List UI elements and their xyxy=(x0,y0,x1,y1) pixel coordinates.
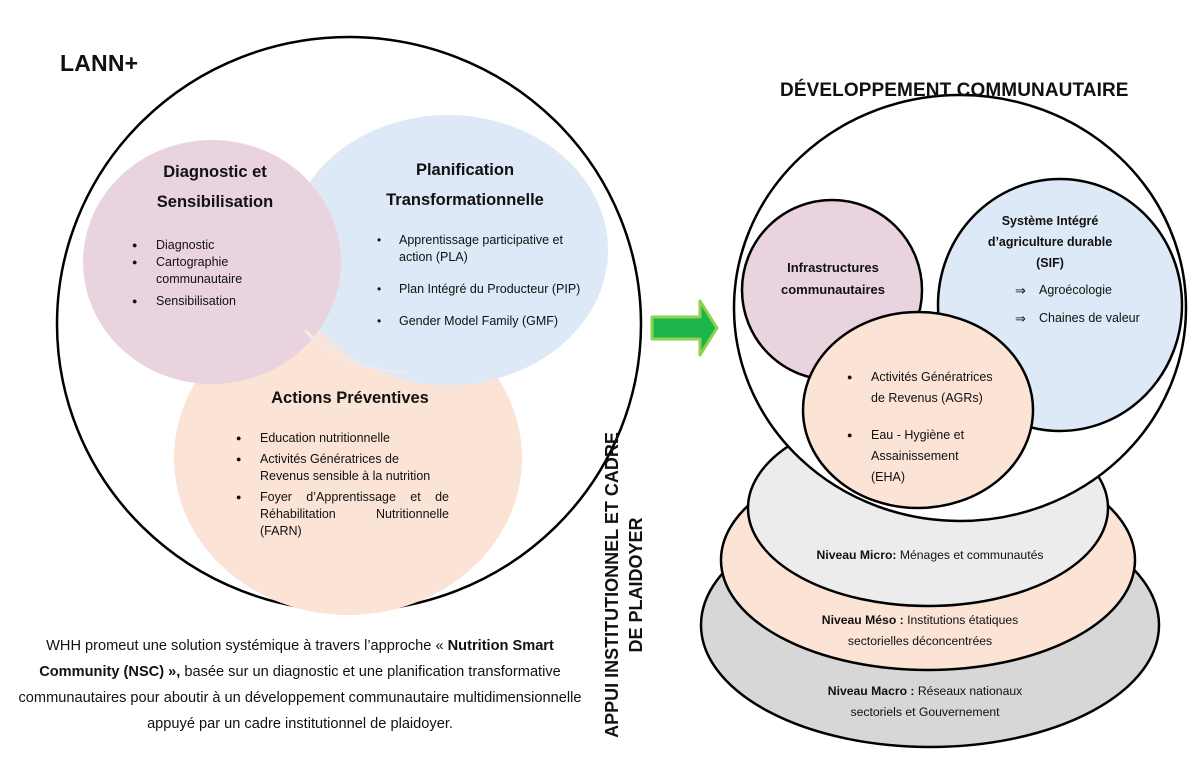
description-bold: Nutrition Smart Community (NSC) », xyxy=(39,638,554,680)
list-item: Sensibilisation xyxy=(130,293,290,310)
lann-title: LANN+ xyxy=(60,50,139,76)
list-item: Foyer d’Apprentissage et de Réhabilitati… xyxy=(234,489,449,540)
institutional-support-label: APPUI INSTITUTIONNEL ET CADRE DE PLAIDOY… xyxy=(602,432,646,738)
actions-list: Education nutritionnelle Activités Génér… xyxy=(234,430,449,540)
macro-level-text-2: sectoriels et Gouvernement xyxy=(850,705,1000,719)
development-title: DÉVELOPPEMENT COMMUNAUTAIRE xyxy=(780,80,1129,101)
right-arrow-icon xyxy=(650,299,719,357)
macro-level-label: Niveau Macro : Réseaux nationaux sectori… xyxy=(800,681,1050,723)
list-item: Cartographie communautaire xyxy=(130,254,290,288)
description-part1: WHH promeut une solution systémique à tr… xyxy=(46,638,448,654)
planification-heading: Planification Transformationnelle xyxy=(360,155,570,215)
description-paragraph: WHH promeut une solution systémique à tr… xyxy=(15,633,585,737)
diagnostic-heading-line2: Sensibilisation xyxy=(156,193,274,211)
list-item: Education nutritionnelle xyxy=(234,430,449,447)
list-item: Gender Model Family (GMF) xyxy=(373,313,588,330)
list-item: Activités Génératrices de Revenus (AGRs) xyxy=(845,367,995,409)
planification-heading-line1: Planification xyxy=(415,161,515,179)
agr-list: Activités Génératrices de Revenus (AGRs)… xyxy=(845,367,995,488)
infrastructures-line1: Infrastructures xyxy=(787,260,879,275)
list-item: Diagnostic xyxy=(130,237,290,254)
sif-line2: d’agriculture durable xyxy=(987,235,1113,249)
overlap-arc xyxy=(303,329,406,374)
infrastructures-line2: communautaires xyxy=(780,282,886,297)
list-item: Chaines de valeur xyxy=(1015,310,1175,327)
macro-level-text-1: Réseaux nationaux xyxy=(914,684,1023,698)
planification-list: Apprentissage participative et action (P… xyxy=(373,232,588,330)
meso-level-text-2: sectorielles déconcentrées xyxy=(847,634,993,648)
diagnostic-heading: Diagnostic et Sensibilisation xyxy=(120,157,310,217)
actions-heading: Actions Préventives xyxy=(271,389,429,407)
micro-level-label: Niveau Micro: Ménages et communautés xyxy=(790,545,1070,566)
meso-level-text-1: Institutions étatiques xyxy=(903,613,1019,627)
list-item: Apprentissage participative et action (P… xyxy=(373,232,588,266)
planification-heading-line2: Transformationnelle xyxy=(386,191,544,209)
meso-level-label: Niveau Méso : Institutions étatiques sec… xyxy=(790,610,1050,652)
diagnostic-list: Diagnostic Cartographie communautaire Se… xyxy=(130,237,290,310)
list-item: Agroécologie xyxy=(1015,282,1175,299)
diagnostic-heading-line1: Diagnostic et xyxy=(163,163,267,181)
sif-line1: Système Intégré xyxy=(1001,214,1099,228)
micro-level-text: Ménages et communautés xyxy=(896,548,1044,562)
sif-heading: Système Intégré d’agriculture durable (S… xyxy=(975,211,1125,274)
list-item: Activités Génératrices de Revenus sensib… xyxy=(234,451,449,485)
sif-line3: (SIF) xyxy=(1036,256,1064,270)
list-item: Eau - Hygiène et Assainissement (EHA) xyxy=(845,425,995,488)
description-part2: basée sur un diagnostic et une planifica… xyxy=(18,664,582,732)
sif-list: Agroécologie Chaines de valeur xyxy=(1015,282,1175,327)
infrastructures-label: Infrastructures communautaires xyxy=(768,257,898,301)
micro-level-name: Niveau Micro: xyxy=(816,548,897,562)
list-item: Plan Intégré du Producteur (PIP) xyxy=(373,281,588,298)
meso-level-name: Niveau Méso : xyxy=(821,613,904,627)
macro-level-name: Niveau Macro : xyxy=(827,684,915,698)
